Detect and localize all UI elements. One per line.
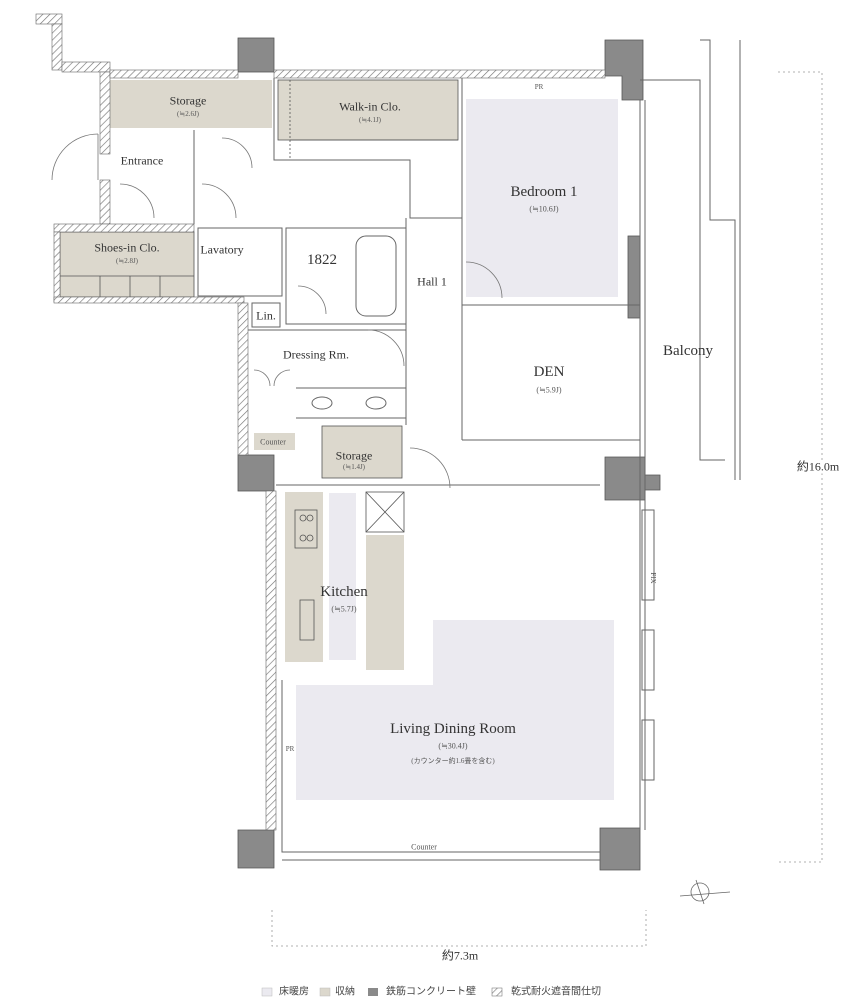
bedroom1-area: (≒10.6J) (529, 204, 559, 214)
pr-top-mark: PR (534, 83, 544, 92)
concrete-pillars (237, 37, 661, 871)
pr-left-mark: PR (285, 745, 295, 754)
dressing-label: Dressing Rm. (283, 347, 349, 362)
walkin-area: (≒4.1J) (358, 116, 382, 125)
bedroom1-floor-heating (466, 99, 618, 297)
compass-icon (679, 879, 731, 905)
counter-small-label: Counter (260, 437, 286, 447)
lin-label: Lin. (256, 308, 276, 323)
storage-mid-area: (≒1.4J) (342, 463, 366, 472)
storage-top-label: Storage (169, 93, 207, 108)
ldr-label: Living Dining Room (390, 720, 516, 737)
legend-swatches (261, 987, 503, 997)
legend-storage: 収納 (335, 986, 355, 998)
kitchen-area: (≒5.7J) (331, 604, 357, 614)
counter-bottom-label: Counter (411, 842, 437, 852)
counter-small-fill (254, 433, 295, 450)
door-swings (51, 133, 503, 489)
width-dimension: 約7.3m (441, 948, 479, 963)
ldr-area: (≒30.4J) (438, 741, 468, 751)
storage-fixtures (59, 79, 459, 641)
hall-label: Hall 1 (417, 274, 447, 289)
balcony-label: Balcony (663, 342, 713, 359)
legend-concrete: 鉄筋コンクリート壁 (386, 986, 476, 998)
lavatory-label: Lavatory (200, 242, 244, 257)
bedroom1-label: Bedroom 1 (510, 183, 578, 200)
kitchen-floor-heating (329, 493, 356, 660)
den-label: DEN (533, 363, 565, 380)
kitchen-counter-right (366, 535, 404, 670)
entrance-label: Entrance (120, 153, 164, 168)
ldr-note: (カウンター約1.6畳を含む) (411, 757, 495, 766)
shoes-fill (60, 232, 194, 297)
den-area: (≒5.9J) (536, 385, 562, 395)
legend-partition: 乾式耐火遮音間仕切 (511, 986, 601, 998)
storage-top-area: (≒2.6J) (176, 110, 200, 119)
storage-mid-label: Storage (335, 448, 373, 463)
shoes-area: (≒2.8J) (115, 257, 139, 266)
bath-label: 1822 (307, 251, 337, 268)
fix-mark: FIX (648, 572, 657, 584)
storage-top-fill (110, 80, 272, 128)
partition-lines (193, 39, 741, 861)
storage-mid-fill (322, 426, 402, 478)
height-dimension: 約16.0m (796, 459, 840, 474)
hatched-walls (35, 13, 606, 831)
dimension-lines (271, 71, 823, 947)
kitchen-label: Kitchen (320, 583, 368, 600)
walkin-fill (278, 80, 458, 140)
walkin-label: Walk-in Clo. (339, 99, 401, 114)
shoes-label: Shoes-in Clo. (94, 240, 160, 255)
legend-floor-heating: 床暖房 (279, 986, 309, 998)
living-floor-heating (296, 620, 614, 800)
